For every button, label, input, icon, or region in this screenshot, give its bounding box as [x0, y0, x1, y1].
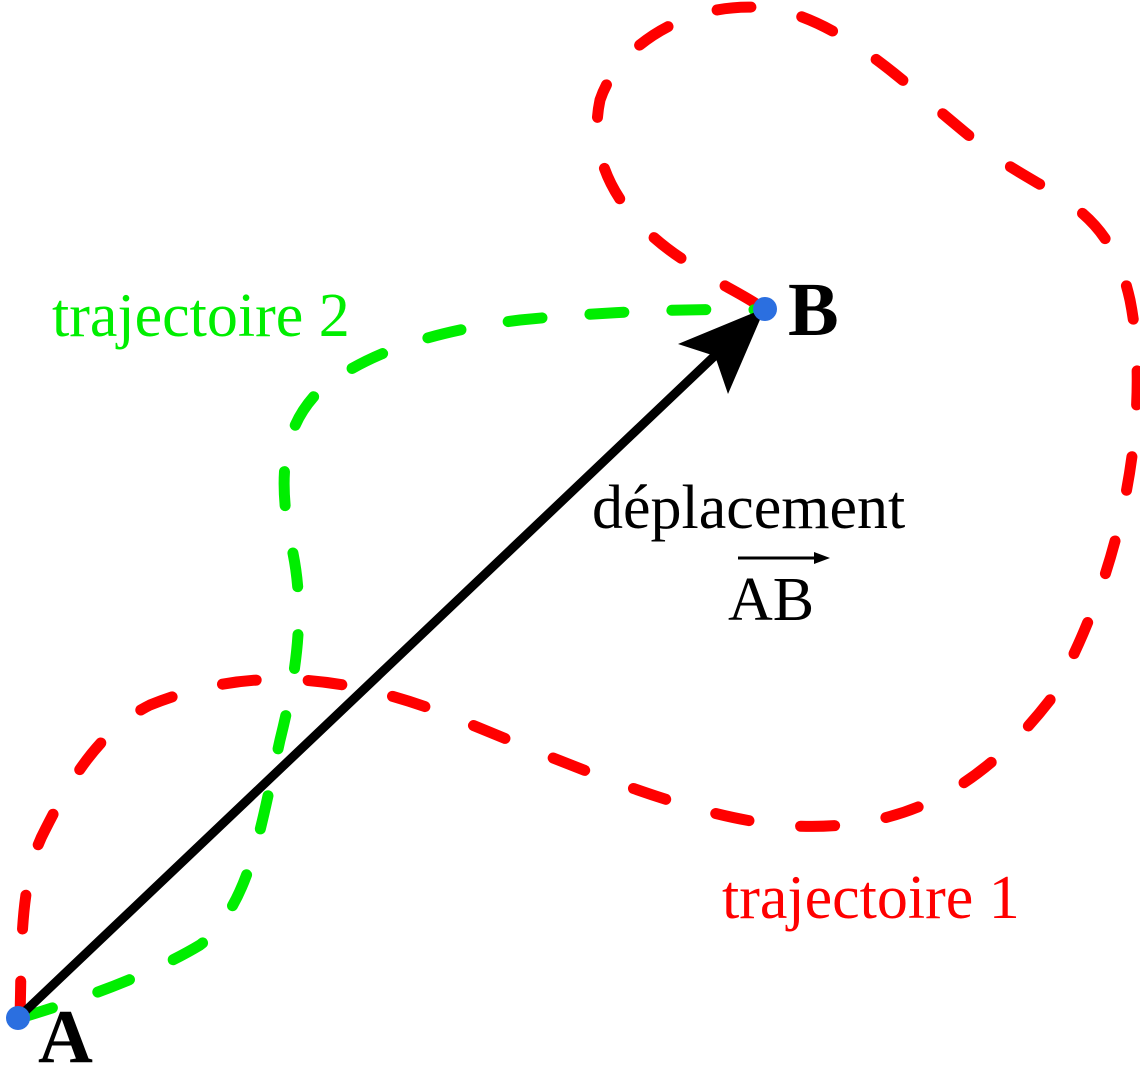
trajectory-2-path: [14, 303, 771, 1024]
trajectory-1-path: [14, 1, 1140, 1021]
displacement-arrow-head: [678, 308, 765, 394]
point-a-marker: [6, 1006, 30, 1030]
point-a-label: A: [38, 995, 93, 1079]
point-b-label: B: [788, 268, 839, 352]
trajectory-1-label: trajectoire 1: [722, 864, 1020, 932]
point-b-marker: [753, 297, 777, 321]
vector-overarrow-icon: [738, 552, 830, 564]
displacement-label: déplacement: [592, 474, 905, 542]
displacement-arrow-shaft: [13, 341, 730, 1023]
displacement-vector-label: AB: [728, 566, 814, 634]
trajectory-2-label: trajectoire 2: [52, 282, 350, 350]
